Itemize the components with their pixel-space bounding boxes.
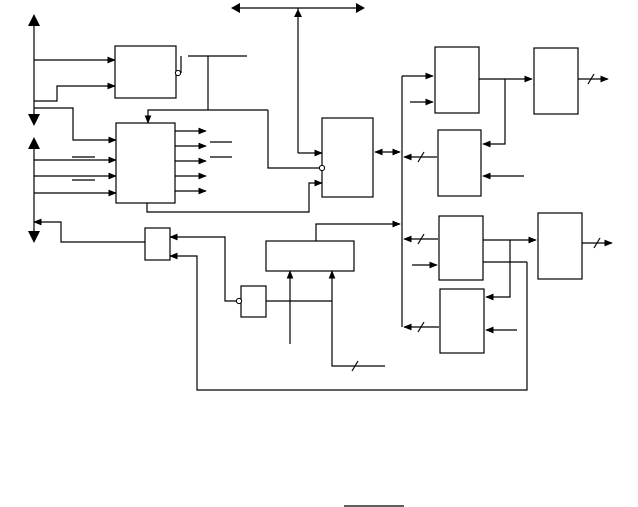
wire-to-mux-lower (267, 110, 320, 169)
top-bus-head-left (231, 3, 240, 13)
block-center-mux (321, 117, 374, 198)
block-right-a1 (434, 46, 480, 114)
invert-bubble-top-left (174, 69, 182, 77)
left-bus-lower-head-bottom (28, 231, 40, 243)
wire-center-wide-top (315, 220, 401, 241)
top-bus-tap-head (294, 9, 302, 17)
block-small-gate (240, 285, 267, 318)
invert-bubble-gate (235, 297, 243, 305)
block-center-wide (265, 240, 355, 272)
block-small-left (144, 227, 171, 261)
block-decoder (115, 122, 176, 204)
wire-feedback-loop (169, 252, 528, 391)
wire-a1-feedback (482, 79, 506, 148)
wire-in-decoder-1 (34, 107, 117, 144)
block-top-left (114, 45, 177, 99)
block-right-b1 (438, 215, 484, 281)
wire-decoder-to-mux (146, 179, 323, 213)
block-right-b2 (439, 288, 485, 354)
slash-a2 (417, 151, 425, 163)
invert-bubble-mux (318, 164, 326, 172)
slash-b2 (417, 321, 425, 333)
slash-out-upper (587, 73, 595, 85)
slash-out-lower (593, 237, 601, 249)
block-right-a2 (437, 129, 482, 197)
slash-b1 (417, 233, 425, 245)
wire-from-gate-to-small (216, 236, 237, 302)
wire-center-up-2 (328, 270, 385, 367)
slash-center-bus (351, 360, 359, 372)
wire-small-left-out (33, 218, 145, 243)
left-bus-lower-head-top (28, 137, 40, 149)
wire-b1-feedback (485, 240, 511, 301)
block-out-lower (537, 212, 583, 280)
left-bus-upper-head-bottom (28, 114, 40, 126)
wire-to-decoder-top (144, 109, 268, 124)
left-bus-upper-head-top (28, 14, 40, 26)
wire-in-top-left-2 (34, 82, 116, 102)
block-out-upper (533, 47, 579, 115)
top-bus-head-right (356, 3, 365, 13)
